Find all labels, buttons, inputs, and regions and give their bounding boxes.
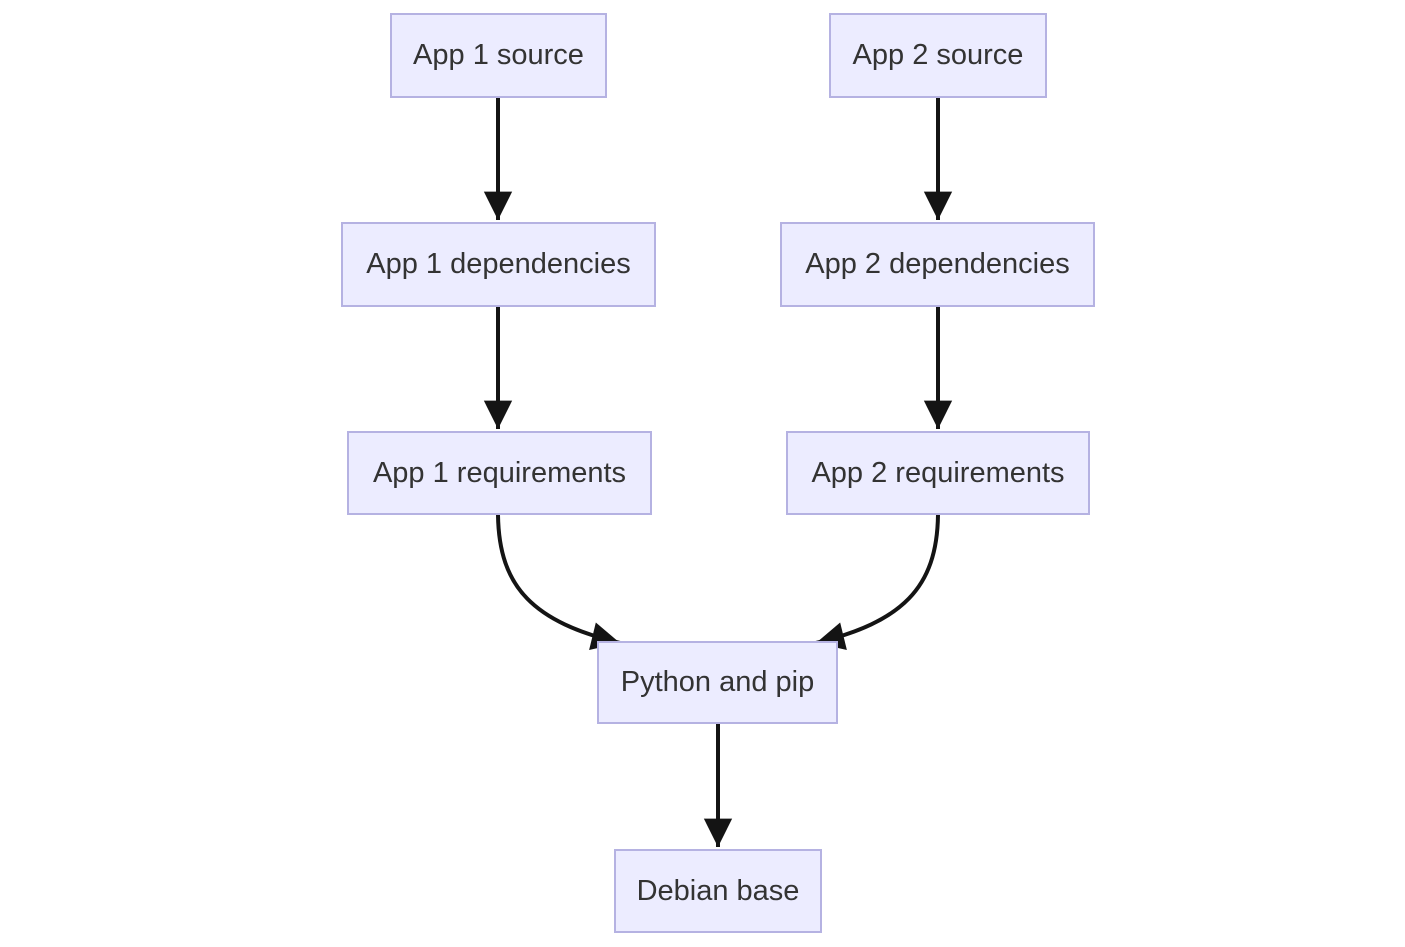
node-python-and-pip: Python and pip [597, 641, 838, 724]
node-app-1-requirements-label: App 1 requirements [372, 456, 627, 489]
edge-app2-requirements-to-python-and-pip [815, 514, 940, 651]
node-app-1-requirements: App 1 requirements [347, 431, 652, 515]
node-app-2-requirements: App 2 requirements [786, 431, 1090, 515]
edge-app1-requirements-to-python-and-pip [496, 514, 621, 651]
node-app-1-dependencies: App 1 dependencies [341, 222, 656, 307]
node-app-2-requirements-label: App 2 requirements [811, 456, 1065, 489]
node-app-2-source-label: App 2 source [852, 39, 1024, 71]
node-app-2-dependencies: App 2 dependencies [780, 222, 1095, 307]
node-app-1-source-label: App 1 source [413, 39, 584, 71]
node-debian-base: Debian base [614, 849, 822, 933]
node-debian-base-label: Debian base [636, 874, 800, 907]
node-app-1-dependencies-label: App 1 dependencies [366, 248, 631, 280]
node-app-2-dependencies-label: App 2 dependencies [805, 248, 1070, 280]
node-app-1-source: App 1 source [390, 13, 607, 98]
node-python-and-pip-label: Python and pip [620, 666, 815, 698]
node-app-2-source: App 2 source [829, 13, 1047, 98]
